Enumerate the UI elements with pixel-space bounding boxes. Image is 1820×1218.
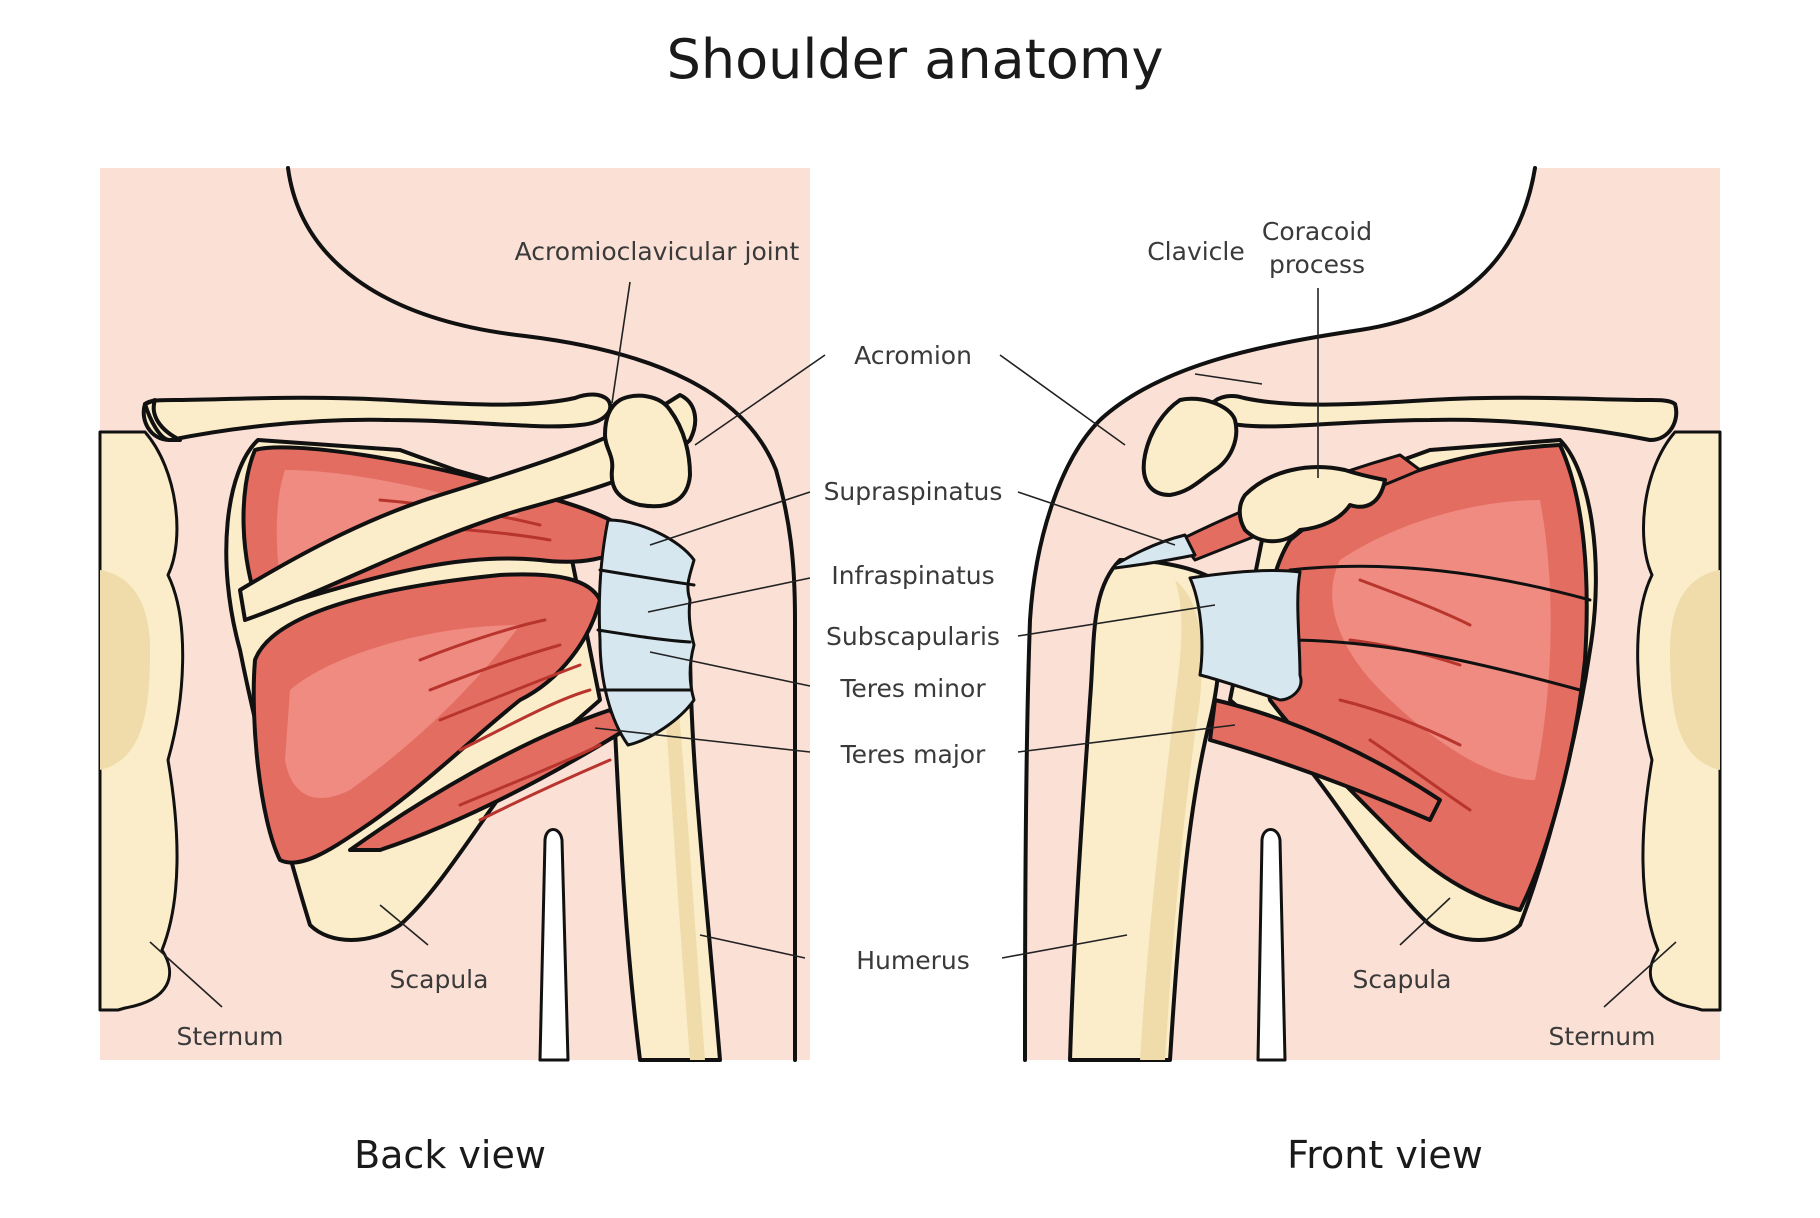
caption-front-view: Front view xyxy=(1287,1133,1483,1177)
leader-sternum-front xyxy=(1603,941,1677,1008)
label-scapula-back: Scapula xyxy=(390,965,489,994)
leader-humerus-back xyxy=(699,934,806,959)
leader-clavicle xyxy=(1194,373,1263,385)
leader-acromioclavicular-joint xyxy=(611,281,631,404)
leader-lines xyxy=(149,281,1677,1008)
label-subscapularis: Subscapularis xyxy=(826,622,1000,651)
label-sternum-back: Sternum xyxy=(177,1022,284,1051)
leader-supraspinatus-front xyxy=(1017,491,1176,546)
back-arm-gap xyxy=(538,828,570,1062)
label-infraspinatus: Infraspinatus xyxy=(831,561,994,590)
leader-supraspinatus-back xyxy=(649,491,811,546)
label-teres-major: Teres major xyxy=(840,740,986,769)
front-arm-gap xyxy=(1256,828,1287,1062)
label-scapula-front: Scapula xyxy=(1353,965,1452,994)
front-clavicle xyxy=(1207,394,1679,442)
front-view-panel xyxy=(1010,166,1722,1062)
front-shoulder-contour xyxy=(1023,166,1537,1062)
leader-infraspinatus xyxy=(647,577,811,613)
leader-scapula-back xyxy=(379,904,429,946)
front-coracoid-process xyxy=(1237,465,1387,544)
leader-acromion-back xyxy=(694,354,826,446)
back-scapular-spine xyxy=(238,393,698,622)
front-supraspinatus-tendon xyxy=(1113,533,1197,570)
page-title: Shoulder anatomy xyxy=(667,28,1164,91)
label-acromion: Acromion xyxy=(854,341,972,370)
label-sternum-front: Sternum xyxy=(1549,1022,1656,1051)
leader-teres-major-front xyxy=(1017,724,1236,753)
label-humerus: Humerus xyxy=(856,946,970,975)
leader-subscapularis xyxy=(1017,604,1216,637)
leader-acromion-front xyxy=(999,354,1126,446)
front-subscapularis-tendon xyxy=(1188,568,1303,702)
label-acromioclavicular-joint: Acromioclavicular joint xyxy=(515,237,800,266)
back-shoulder-contour xyxy=(286,166,797,1062)
back-clavicle xyxy=(141,392,613,442)
caption-back-view: Back view xyxy=(354,1133,546,1177)
front-teres-major-muscle xyxy=(1208,698,1442,822)
back-view-panel xyxy=(98,166,810,1062)
leader-scapula-front xyxy=(1399,897,1451,946)
label-clavicle: Clavicle xyxy=(1147,237,1245,266)
label-teres-minor: Teres minor xyxy=(839,674,986,703)
leader-humerus-front xyxy=(1001,934,1128,959)
back-acromion xyxy=(603,393,692,509)
leader-teres-minor xyxy=(649,651,811,687)
labels: Acromioclavicular joint Acromion Suprasp… xyxy=(177,217,1656,1051)
label-coracoid-process-line2: process xyxy=(1269,250,1365,279)
front-acromion xyxy=(1141,396,1239,497)
label-coracoid-process-line1: Coracoid xyxy=(1262,217,1372,246)
leader-teres-major-back xyxy=(594,727,811,753)
label-supraspinatus: Supraspinatus xyxy=(824,477,1003,506)
leader-sternum-back xyxy=(149,941,223,1008)
